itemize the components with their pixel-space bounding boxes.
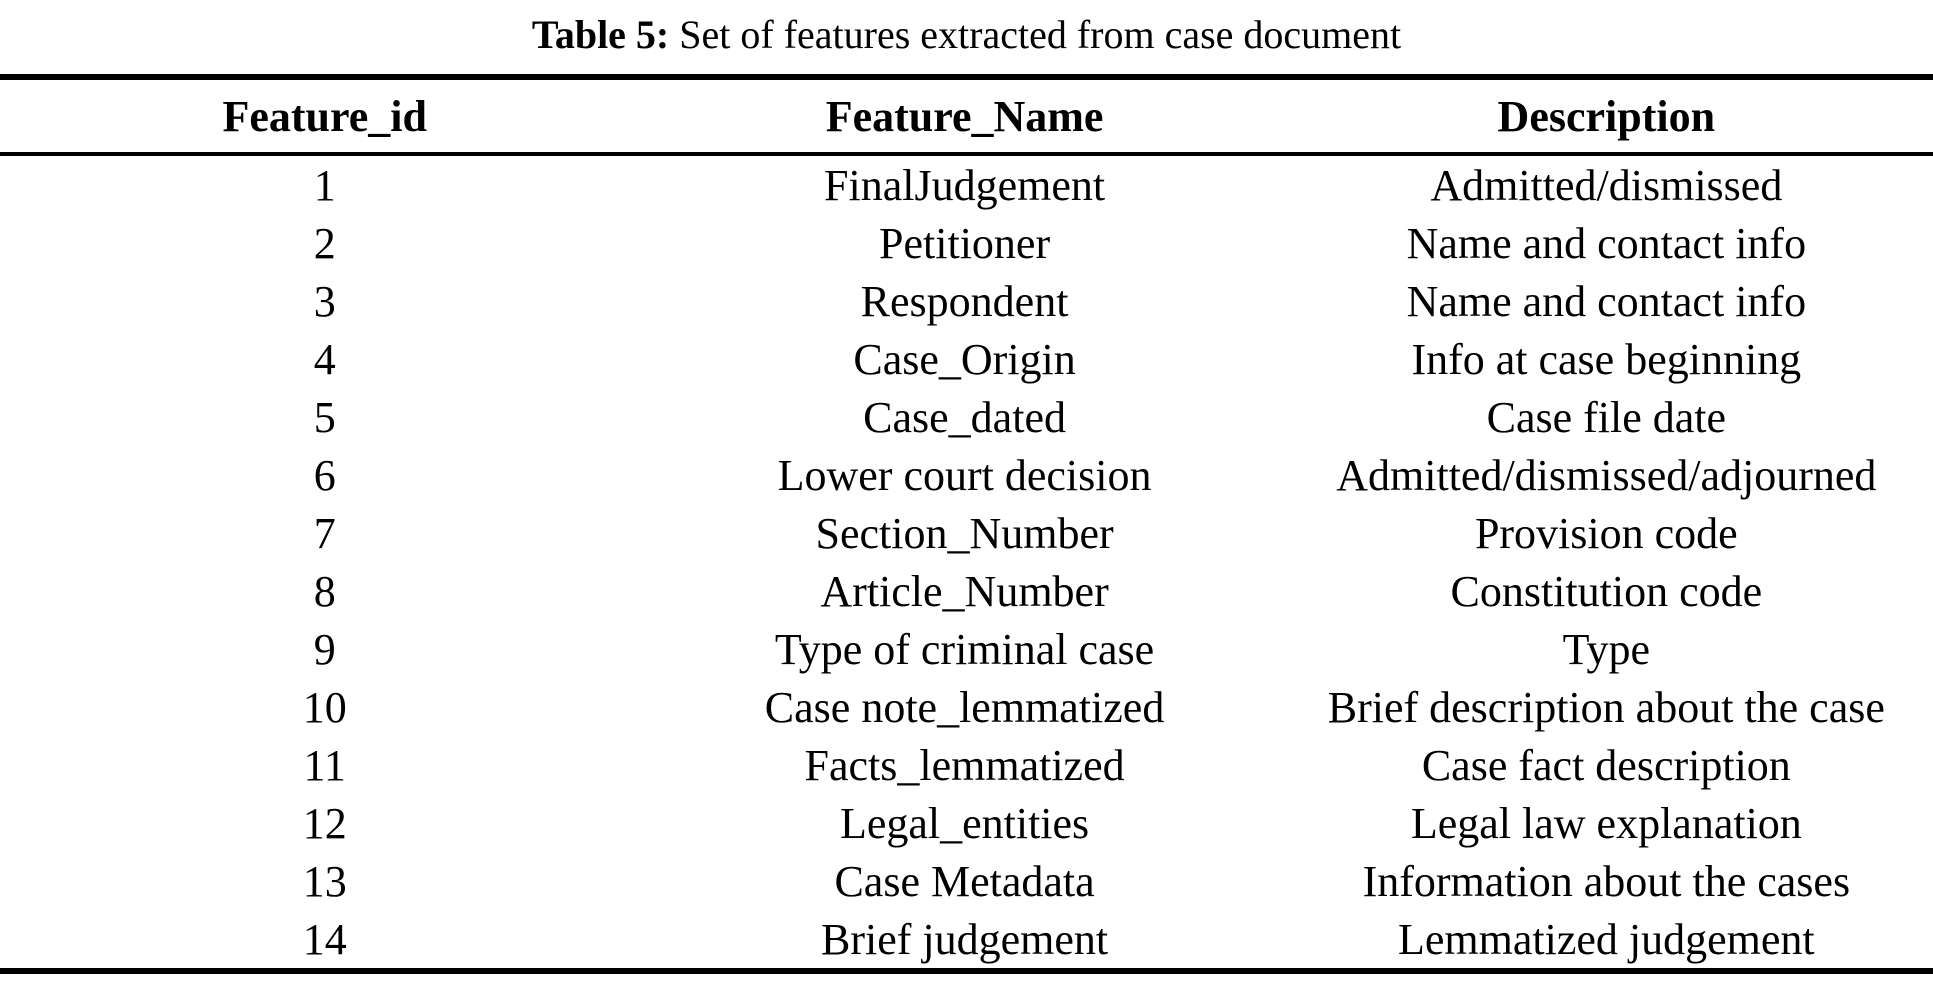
feature-name-cell: Section_Number bbox=[815, 508, 1114, 558]
table-row: 11 Facts_lemmatized Case fact descriptio… bbox=[0, 736, 1933, 794]
feature-name-cell: Respondent bbox=[860, 276, 1069, 326]
description-cell: Name and contact info bbox=[1406, 276, 1807, 326]
feature-name-cell: Case Metadata bbox=[834, 856, 1095, 906]
feature-id-cell: 3 bbox=[313, 276, 336, 326]
feature-id-cell: 7 bbox=[313, 508, 336, 558]
table-row: 4 Case_Origin Info at case beginning bbox=[0, 330, 1933, 388]
feature-name-cell: Article_Number bbox=[820, 566, 1109, 616]
feature-id-cell: 13 bbox=[302, 856, 347, 906]
description-cell: Admitted/dismissed bbox=[1430, 160, 1783, 210]
feature-id-cell: 8 bbox=[313, 566, 336, 616]
description-cell: Brief description about the case bbox=[1327, 682, 1885, 732]
table-row: 13 Case Metadata Information about the c… bbox=[0, 852, 1933, 910]
column-header-feature-id: Feature_id bbox=[0, 77, 650, 156]
feature-name-cell: Case_Origin bbox=[853, 334, 1076, 384]
feature-name-cell: Case note_lemmatized bbox=[764, 682, 1165, 732]
description-cell: Constitution code bbox=[1450, 566, 1763, 616]
table-row: 3 Respondent Name and contact info bbox=[0, 272, 1933, 330]
description-cell: Legal law explanation bbox=[1410, 798, 1802, 848]
description-cell: Name and contact info bbox=[1406, 218, 1807, 268]
feature-id-cell: 14 bbox=[302, 914, 347, 964]
description-cell: Information about the cases bbox=[1362, 856, 1851, 906]
table-row: 5 Case_dated Case file date bbox=[0, 388, 1933, 446]
column-header-description: Description bbox=[1279, 77, 1933, 156]
feature-id-cell: 10 bbox=[302, 682, 347, 732]
feature-id-cell: 11 bbox=[303, 740, 346, 790]
features-table: Feature_id Feature_Name Description 1 Fi… bbox=[0, 74, 1933, 974]
header-row: Feature_id Feature_Name Description bbox=[0, 77, 1933, 156]
feature-name-cell: Petitioner bbox=[879, 218, 1051, 268]
feature-name-cell: Lower court decision bbox=[777, 450, 1152, 500]
feature-id-cell: 12 bbox=[302, 798, 347, 848]
table-caption-label: Table 5: bbox=[531, 12, 670, 57]
table-row: 12 Legal_entities Legal law explanation bbox=[0, 794, 1933, 852]
description-cell: Type bbox=[1562, 624, 1650, 674]
description-cell: Case fact description bbox=[1421, 740, 1791, 790]
feature-name-cell: FinalJudgement bbox=[824, 160, 1106, 210]
feature-name-cell: Case_dated bbox=[863, 392, 1066, 442]
table-row: 9 Type of criminal case Type bbox=[0, 620, 1933, 678]
table-row: 14 Brief judgement Lemmatized judgement bbox=[0, 910, 1933, 971]
feature-id-cell: 4 bbox=[313, 334, 336, 384]
table-row: 1 FinalJudgement Admitted/dismissed bbox=[0, 154, 1933, 214]
feature-name-cell: Facts_lemmatized bbox=[804, 740, 1125, 790]
feature-id-cell: 6 bbox=[313, 450, 336, 500]
table-row: 6 Lower court decision Admitted/dismisse… bbox=[0, 446, 1933, 504]
feature-id-cell: 9 bbox=[313, 624, 336, 674]
table-row: 8 Article_Number Constitution code bbox=[0, 562, 1933, 620]
table-caption: Table 5: Set of features extracted from … bbox=[0, 8, 1933, 62]
feature-id-cell: 2 bbox=[313, 218, 336, 268]
description-cell: Case file date bbox=[1486, 392, 1727, 442]
feature-name-cell: Type of criminal case bbox=[774, 624, 1155, 674]
table-row: 7 Section_Number Provision code bbox=[0, 504, 1933, 562]
description-cell: Info at case beginning bbox=[1411, 334, 1802, 384]
feature-id-cell: 5 bbox=[313, 392, 336, 442]
table-caption-text: Set of features extracted from case docu… bbox=[669, 12, 1402, 57]
table-row: 10 Case note_lemmatized Brief descriptio… bbox=[0, 678, 1933, 736]
description-cell: Admitted/dismissed/adjourned bbox=[1336, 450, 1877, 500]
feature-name-cell: Brief judgement bbox=[820, 914, 1109, 964]
feature-id-cell: 1 bbox=[313, 160, 336, 210]
description-cell: Lemmatized judgement bbox=[1398, 914, 1815, 964]
table-row: 2 Petitioner Name and contact info bbox=[0, 214, 1933, 272]
column-header-feature-name: Feature_Name bbox=[649, 77, 1280, 156]
description-cell: Provision code bbox=[1474, 508, 1738, 558]
feature-name-cell: Legal_entities bbox=[839, 798, 1090, 848]
